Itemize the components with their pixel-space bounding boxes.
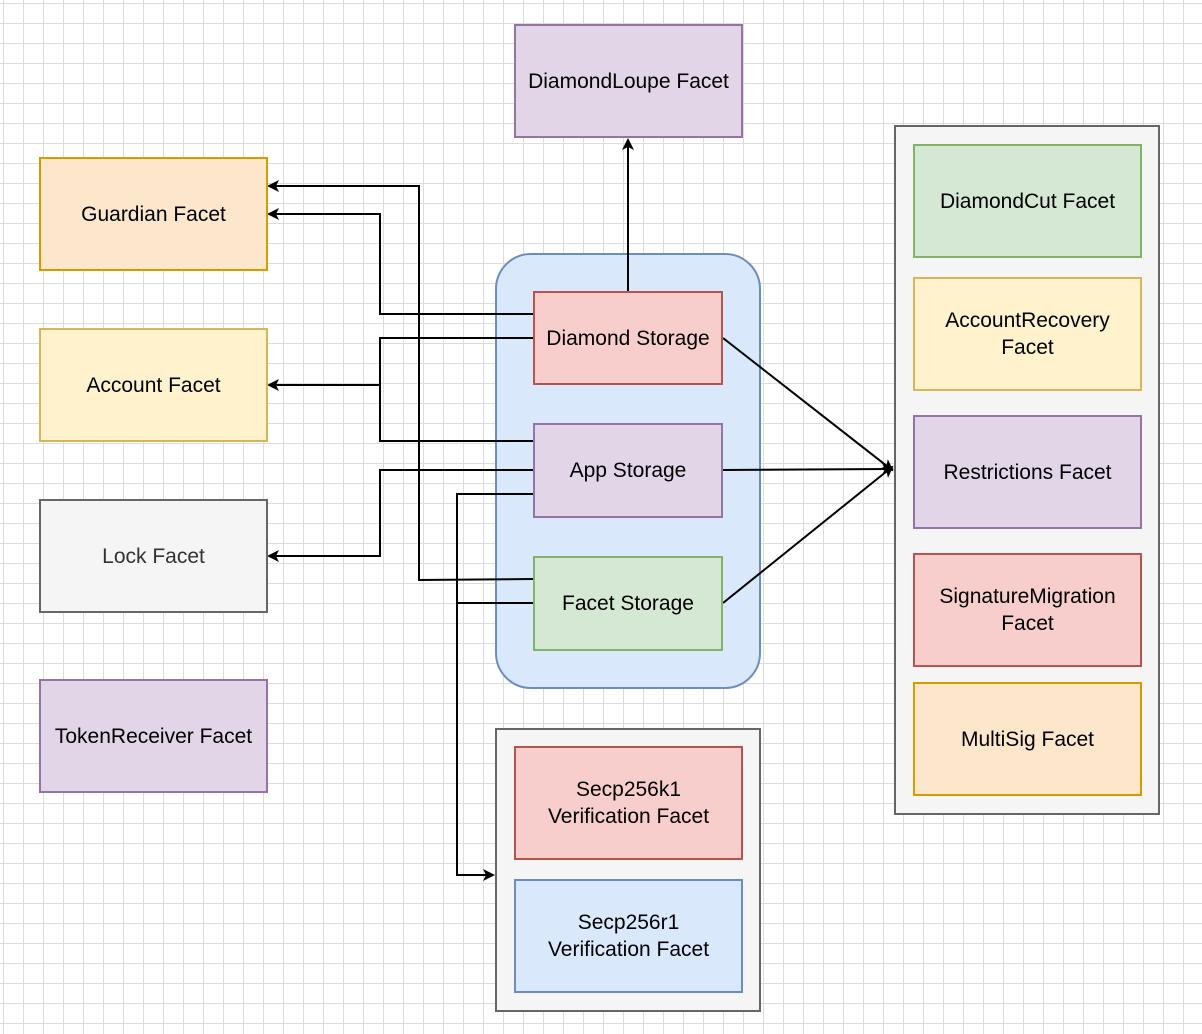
app-storage-label: App Storage — [569, 459, 687, 482]
edge-facet-storage-to-guardian — [267, 180, 534, 582]
signaturemigration-facet-label: SignatureMigration Facet — [939, 585, 1116, 635]
edge-diamond-storage-to-account — [267, 337, 533, 391]
diamondcut-facet-label: DiamondCut Facet — [939, 189, 1116, 213]
guardian-facet-box[interactable]: Guardian Facet — [39, 157, 268, 271]
multisig-facet-label: MultiSig Facet — [960, 727, 1095, 751]
facet-storage-box[interactable]: Facet Storage — [533, 556, 723, 651]
diamondloupe-facet-label: DiamondLoupe Facet — [528, 69, 729, 93]
facet-storage-label: Facet Storage — [562, 592, 694, 615]
multisig-facet-box[interactable]: MultiSig Facet — [913, 682, 1142, 796]
accountrecovery-facet-box[interactable]: AccountRecovery Facet — [913, 277, 1142, 391]
lock-facet-box[interactable]: Lock Facet — [39, 499, 268, 613]
diamondloupe-facet-box[interactable]: DiamondLoupe Facet — [514, 24, 743, 138]
secp256r1-verification-facet-box[interactable]: Secp256r1 Verification Facet — [514, 879, 743, 993]
edge-diamond-storage-to-guardian — [267, 208, 533, 315]
diamondcut-facet-box[interactable]: DiamondCut Facet — [913, 144, 1142, 258]
diamond-storage-label: Diamond Storage — [546, 326, 710, 350]
tokenreceiver-facet-label: TokenReceiver Facet — [54, 724, 253, 748]
guardian-facet-label: Guardian Facet — [81, 202, 226, 226]
secp256r1-verification-facet-label: Secp256r1 Verification Facet — [547, 911, 710, 961]
restrictions-facet-label: Restrictions Facet — [943, 460, 1112, 484]
app-storage-box[interactable]: App Storage — [533, 423, 723, 518]
signaturemigration-facet-box[interactable]: SignatureMigration Facet — [913, 553, 1142, 667]
restrictions-facet-box[interactable]: Restrictions Facet — [913, 415, 1142, 529]
tokenreceiver-facet-box[interactable]: TokenReceiver Facet — [39, 679, 268, 793]
accountrecovery-facet-label: AccountRecovery Facet — [945, 309, 1110, 359]
secp256k1-verification-facet-label: Secp256k1 Verification Facet — [547, 778, 710, 828]
secp256k1-verification-facet-box[interactable]: Secp256k1 Verification Facet — [514, 746, 743, 860]
lock-facet-label: Lock Facet — [102, 544, 205, 568]
account-facet-box[interactable]: Account Facet — [39, 328, 268, 442]
edge-app-storage-to-lock — [267, 469, 533, 562]
account-facet-label: Account Facet — [86, 373, 221, 397]
diamond-storage-box[interactable]: Diamond Storage — [533, 291, 723, 385]
